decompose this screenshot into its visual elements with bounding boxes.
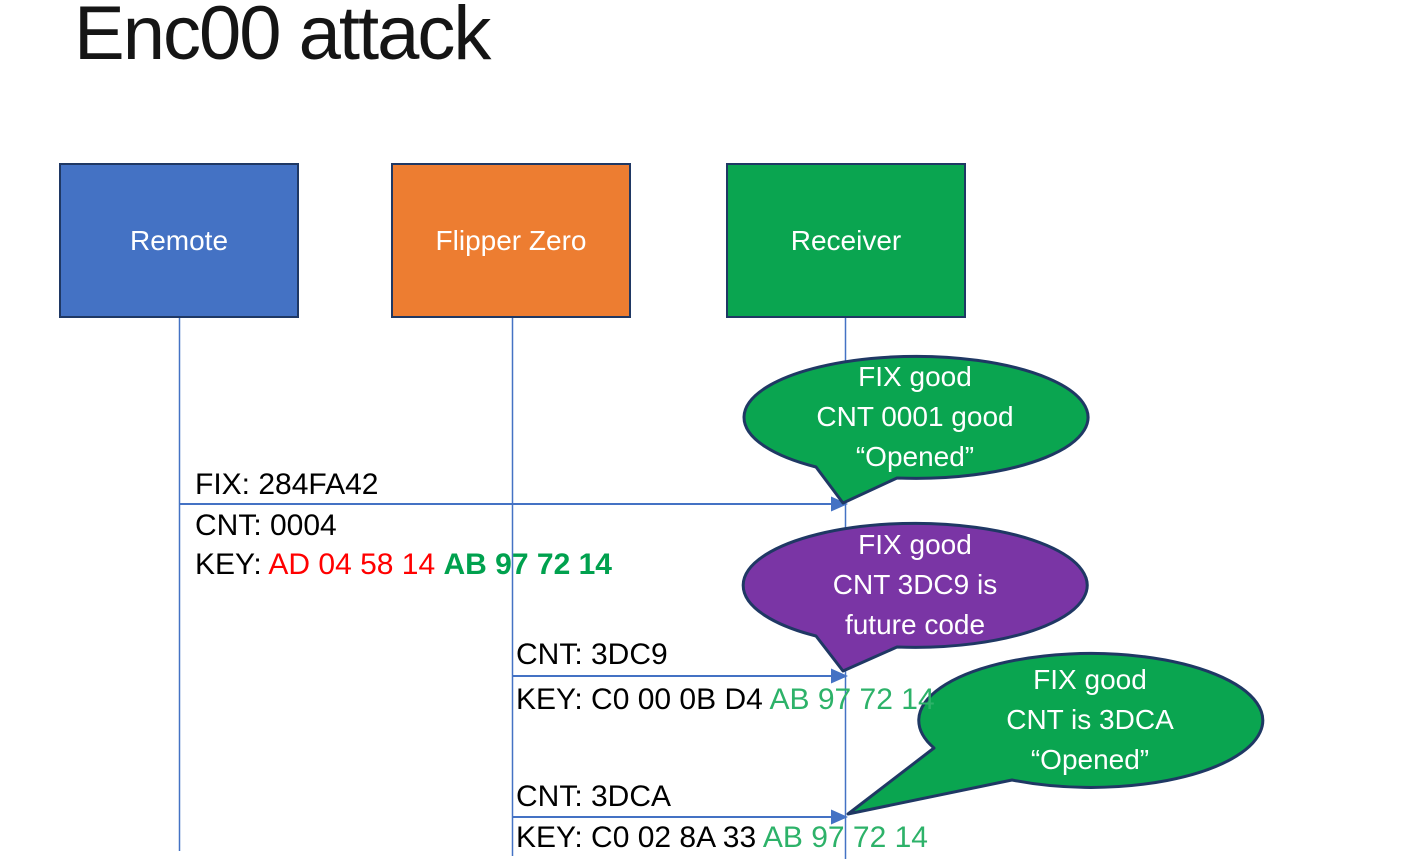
callout-text-opened-2: FIX good CNT is 3DCA “Opened” [918, 653, 1262, 787]
message1-cnt-text: CNT: 0004 [195, 509, 337, 542]
callout-text-opened-1: FIX good CNT 0001 good “Opened” [743, 356, 1087, 478]
message3-cnt-text: CNT: 3DCA [516, 780, 672, 813]
callout-line: CNT 0001 good [816, 401, 1014, 432]
callout-bubble-opened-2 [846, 651, 1265, 816]
message1-fix-text: FIX: 284FA42 [195, 468, 379, 501]
actor-box-flipper-zero: Flipper Zero [391, 163, 631, 318]
callout-line: CNT is 3DCA [1006, 704, 1174, 735]
callout-line: “Opened” [855, 441, 975, 472]
message3-key-text: KEY: C0 02 8A 33 AB 97 72 14 [516, 823, 928, 853]
key-green-segment: AB 97 72 14 [769, 683, 935, 716]
callout-line: “Opened” [1030, 744, 1150, 775]
callout-line: FIX good [858, 361, 972, 392]
key-black-segment: KEY: C0 00 0B D4 [516, 683, 770, 716]
arrowhead-icon [831, 668, 848, 684]
actor-label-flipper-zero: Flipper Zero [435, 224, 587, 256]
message2-key-text: KEY: C0 00 0B D4 AB 97 72 14 [516, 685, 935, 715]
message-arrow-flipper-to-receiver-2 [512, 809, 848, 825]
message1-key-text: KEY: AD 04 58 14 AB 97 72 14 [195, 550, 612, 580]
key-red-segment: AD 04 58 14 [268, 548, 444, 581]
callout-line: FIX good [1033, 664, 1147, 695]
key-green-segment: AB 97 72 14 [762, 821, 928, 854]
message-arrow-flipper-to-receiver-1 [512, 668, 848, 684]
arrowhead-icon [831, 496, 848, 512]
actor-box-remote: Remote [59, 163, 299, 318]
key-black-segment: KEY: C0 02 8A 33 [516, 821, 763, 854]
actor-label-remote: Remote [129, 224, 229, 256]
callout-bubble-opened-1 [742, 354, 1090, 505]
callout-text-future-code: FIX good CNT 3DC9 is future code [743, 523, 1087, 647]
callout-bubble-future-code [741, 521, 1089, 673]
actor-label-receiver: Receiver [790, 224, 902, 256]
message-arrow-remote-to-receiver [179, 496, 848, 512]
actor-box-receiver: Receiver [726, 163, 966, 318]
key-label-segment: KEY: [195, 548, 269, 581]
message2-cnt-text: CNT: 3DC9 [516, 638, 668, 671]
callout-line: CNT 3DC9 is [832, 569, 998, 600]
callout-line: future code [844, 609, 986, 640]
arrowhead-icon [831, 809, 848, 825]
slide-title: Enc00 attack [74, 0, 491, 76]
key-green-segment: AB 97 72 14 [443, 548, 612, 581]
callout-line: FIX good [858, 529, 972, 560]
